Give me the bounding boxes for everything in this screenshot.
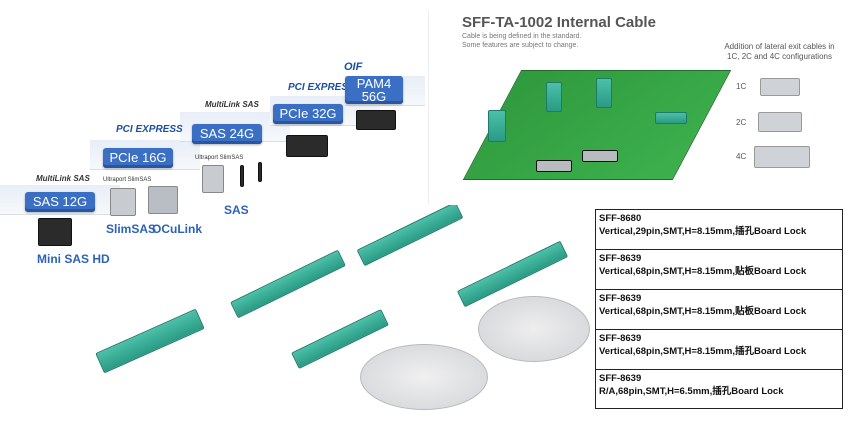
config-label-4c: 4C: [736, 152, 747, 161]
caption-sas: SAS: [224, 203, 249, 217]
badge-pcie-32g: PCIe 32G: [273, 104, 343, 124]
spec-row-2: SFF-8639 Vertical,68pin,SMT,H=8.15mm,贴板B…: [596, 250, 842, 290]
cable-1c-image: [760, 78, 800, 96]
board-connector-image-2: [546, 82, 562, 112]
cable-4c-image: [754, 146, 810, 168]
caption-oculink: OCuLink: [152, 222, 202, 236]
mini-sas-hd-connector-image: [38, 218, 72, 246]
pcie-32g-connector-image: [286, 135, 328, 157]
multilink-sas-logo-2: MultiLink SAS: [205, 100, 259, 109]
badge-pcie-16g: PCIe 16G: [103, 148, 173, 168]
cable-2c-image: [758, 112, 802, 132]
badge-pam4-56g: PAM4 56G: [345, 76, 403, 104]
edge-connector-image-1: [95, 308, 205, 374]
badge-sas-12g: SAS 12G: [25, 192, 95, 212]
oif-logo: OIF: [344, 61, 363, 73]
closeup-connector-image-1: [478, 296, 590, 362]
spec-description: R/A,68pin,SMT,H=6.5mm,插孔Board Lock: [599, 386, 784, 397]
spec-description: Vertical,68pin,SMT,H=8.15mm,贴板Board Lock: [599, 266, 807, 277]
sas-24g-connector-image: [202, 165, 224, 193]
spec-row-4: SFF-8639 Vertical,68pin,SMT,H=8.15mm,插孔B…: [596, 330, 842, 370]
spec-description: Vertical,68pin,SMT,H=8.15mm,插孔Board Lock: [599, 346, 807, 357]
lateral-exit-note-1: Addition of lateral exit cables in: [724, 42, 835, 51]
board-connector-image-3: [596, 78, 612, 108]
ultraport-slimsas-logo: Ultraport SlimSAS: [103, 177, 152, 183]
sas-24g-connector-image-3: [258, 162, 262, 182]
pci-express-logo-2: PCI EXPRESS: [288, 82, 355, 93]
sas-24g-connector-image-2: [240, 165, 244, 187]
edge-connector-image-3: [356, 201, 464, 267]
spec-description: Vertical,29pin,SMT,H=8.15mm,插孔Board Lock: [599, 226, 807, 237]
board-title: SFF-TA-1002 Internal Cable: [462, 14, 656, 31]
spec-part-number: SFF-8639: [599, 333, 642, 344]
spec-row-5: SFF-8639 R/A,68pin,SMT,H=6.5mm,插孔Board L…: [596, 370, 842, 410]
ultraport-slimsas-logo-2: Ultraport SlimSAS: [195, 155, 244, 161]
spec-description: Vertical,68pin,SMT,H=8.15mm,贴板Board Lock: [599, 306, 807, 317]
caption-slimsas: SlimSAS: [106, 222, 157, 236]
spec-part-number: SFF-8639: [599, 253, 642, 264]
multilink-sas-logo: MultiLink SAS: [36, 174, 90, 183]
config-label-2c: 2C: [736, 118, 747, 127]
pam4-56g-connector-image: [356, 110, 396, 130]
board-connector-image-1: [488, 110, 506, 142]
spec-part-number: SFF-8680: [599, 213, 642, 224]
spec-part-number: SFF-8639: [599, 373, 642, 384]
oculink-connector-image: [148, 186, 178, 214]
slimsas-connector-image: [110, 188, 136, 216]
spec-table: SFF-8680 Vertical,29pin,SMT,H=8.15mm,插孔B…: [595, 209, 843, 409]
badge-sas-24g: SAS 24G: [192, 124, 262, 144]
config-label-1c: 1C: [736, 82, 747, 91]
caption-mini-sas-hd: Mini SAS HD: [37, 252, 110, 266]
board-connector-image-4: [655, 112, 687, 124]
board-connector-image-6: [582, 150, 618, 162]
spec-part-number: SFF-8639: [599, 293, 642, 304]
board-subtitle-2: Some features are subject to change.: [462, 42, 579, 49]
lateral-exit-note-2: 1C, 2C and 4C configurations: [727, 52, 832, 61]
spec-row-1: SFF-8680 Vertical,29pin,SMT,H=8.15mm,插孔B…: [596, 210, 842, 250]
edge-connector-image-2: [230, 249, 346, 319]
pci-express-logo: PCI EXPRESS: [116, 124, 183, 135]
closeup-connector-image-2: [360, 344, 488, 410]
board-subtitle-1: Cable is being defined in the standard.: [462, 33, 582, 40]
spec-row-3: SFF-8639 Vertical,68pin,SMT,H=8.15mm,贴板B…: [596, 290, 842, 330]
board-connector-image-5: [536, 160, 572, 172]
